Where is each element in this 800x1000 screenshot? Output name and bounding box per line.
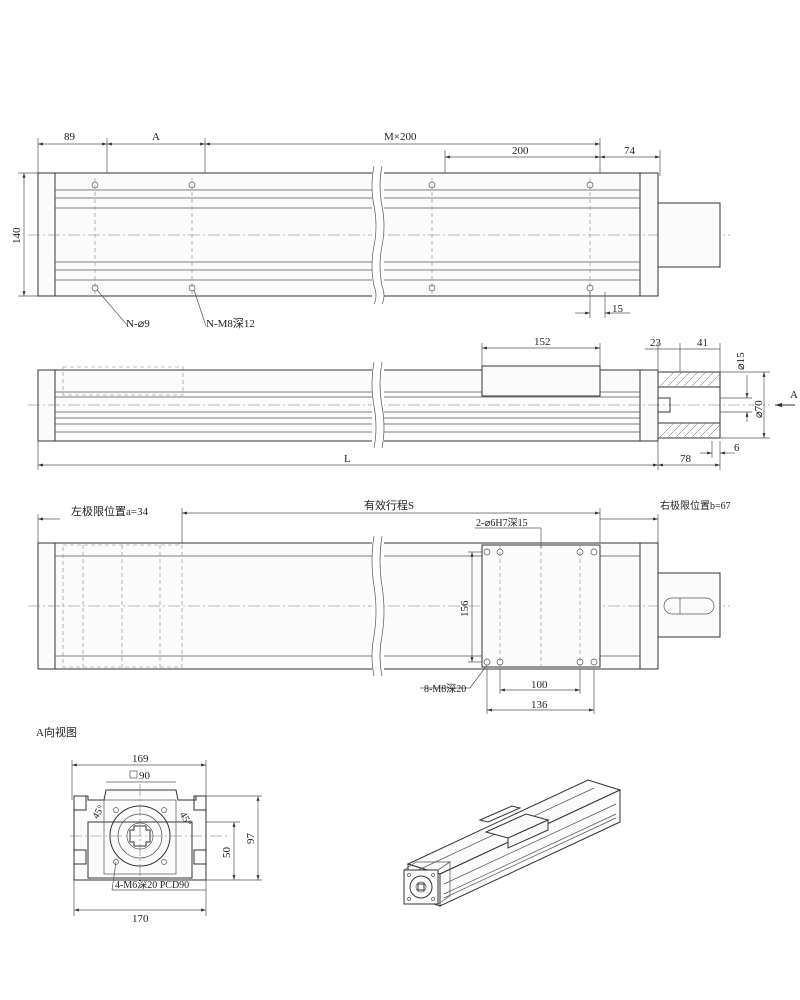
dim-156: 156 (459, 600, 471, 617)
dim-152: 152 (534, 336, 551, 348)
label-holes: N-⌀9 (126, 318, 150, 330)
stroke-view: 左极限位置a=34 有效行程S 右极限位置b=67 (28, 498, 731, 714)
label-threads: N-M8深12 (206, 317, 255, 330)
dim-200: 200 (512, 145, 529, 157)
dim-97: 97 (245, 833, 257, 845)
thread-holes-label: 8-M8深20 (424, 683, 466, 695)
dim-100: 100 (531, 679, 548, 691)
dim-23: 23 (650, 337, 662, 349)
dim-dia70: ⌀70 (753, 400, 765, 418)
dim-sq90: 90 (139, 770, 151, 782)
coupling-section (657, 371, 721, 439)
dim-136: 136 (531, 699, 548, 711)
right-limit-label: 右极限位置b=67 (660, 499, 731, 512)
a-view-title: A向视图 (36, 725, 77, 739)
top-view: 89 A M×200 200 74 (11, 131, 730, 330)
dim-41: 41 (697, 337, 708, 349)
dim-6: 6 (734, 442, 740, 454)
dim-Mx200: M×200 (384, 131, 417, 143)
dim-15-top: 15 (612, 303, 624, 315)
pin-holes-label: 2-⌀6H7深15 (476, 517, 528, 529)
view-marker-A: A (790, 389, 798, 401)
dim-89: 89 (64, 131, 76, 143)
isometric-view (403, 779, 622, 907)
carriage-holes (483, 548, 598, 666)
dim-74: 74 (624, 145, 636, 157)
a-view: A向视图 169 90 45° 45° 50 97 (36, 725, 262, 925)
effective-stroke-label: 有效行程S (364, 498, 414, 512)
dim-169: 169 (132, 753, 149, 765)
bolt-label: 4-M6深20 PCD90 (115, 879, 189, 891)
dim-dia15: ⌀15 (735, 352, 747, 370)
dim-140: 140 (11, 227, 23, 244)
dim-L: L (344, 453, 351, 465)
side-view: 152 23 41 ⌀15 ⌀70 A 6 L 78 (28, 336, 798, 470)
dim-50: 50 (221, 847, 233, 859)
dim-170: 170 (132, 913, 149, 925)
dim-A: A (152, 131, 160, 143)
left-limit-label: 左极限位置a=34 (71, 504, 149, 518)
dim-78: 78 (680, 453, 692, 465)
